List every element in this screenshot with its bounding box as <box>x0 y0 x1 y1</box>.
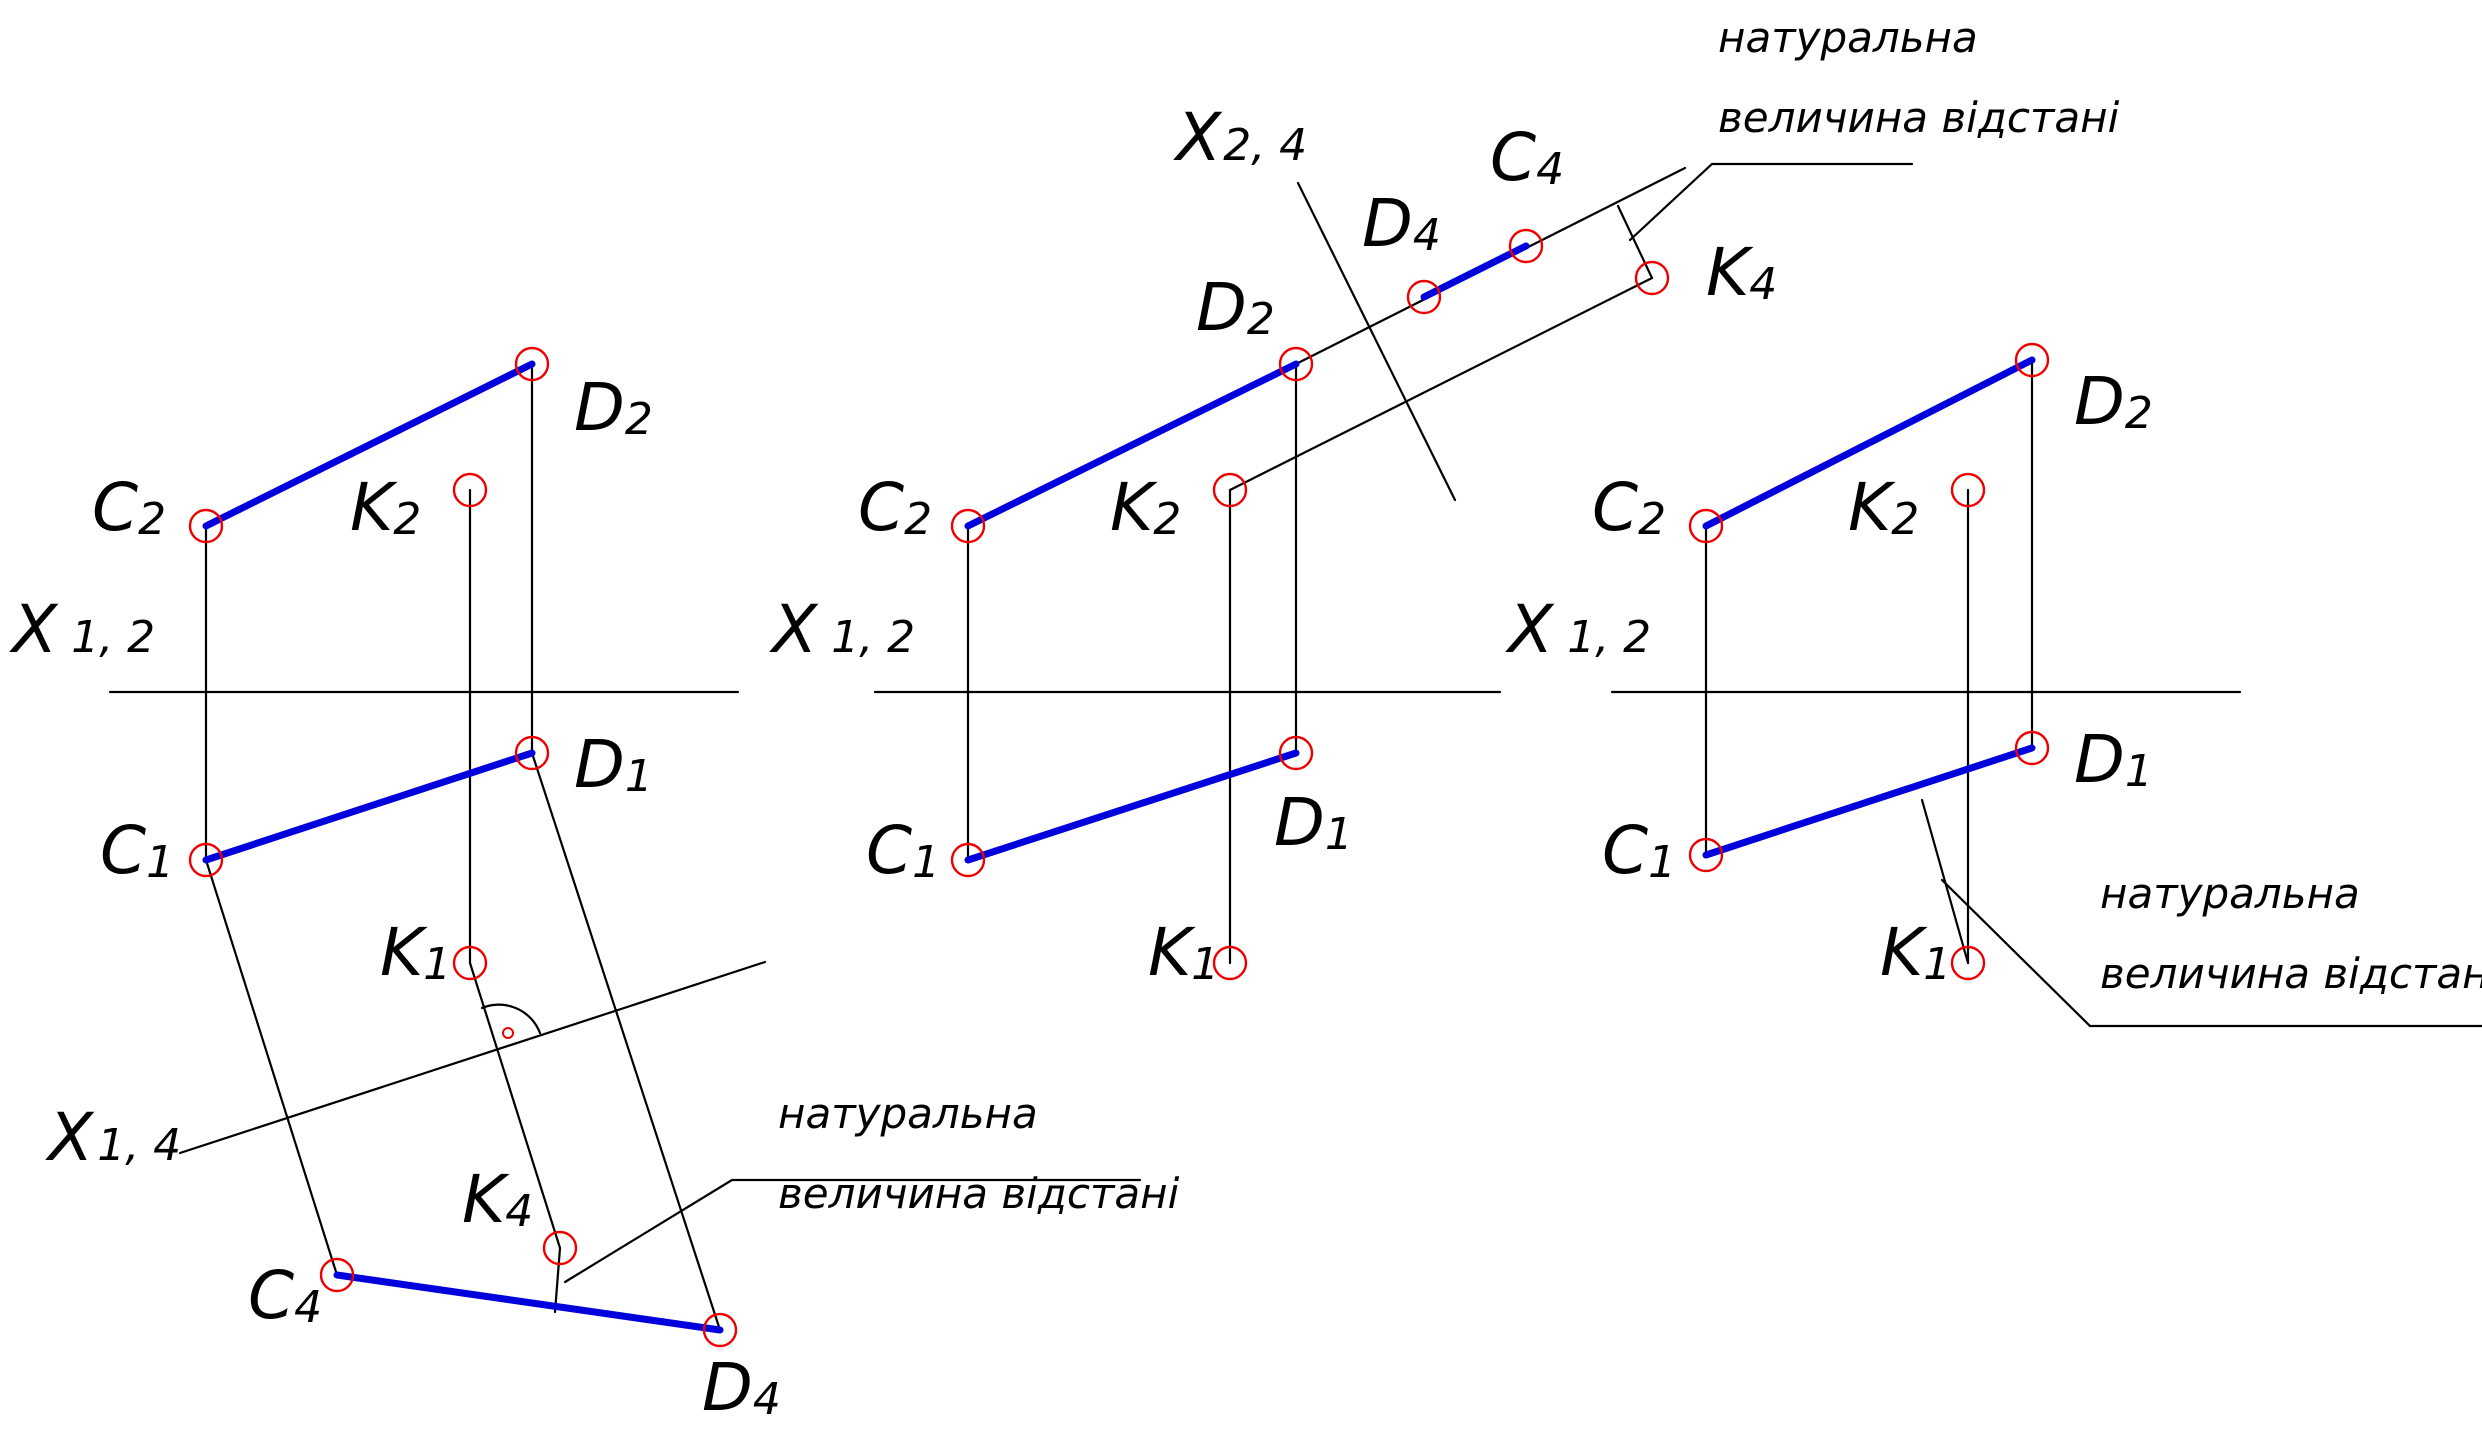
point-c2-marker-right <box>1688 508 1724 544</box>
point-d4-marker <box>702 1312 738 1348</box>
point-d1-marker <box>514 735 550 771</box>
point-c2-marker-mid <box>950 508 986 544</box>
note-leader-left <box>563 1178 1142 1284</box>
segment-c1d1-mid <box>964 749 1300 864</box>
segment-c2d2-mid <box>964 360 1300 530</box>
segment-c2d2 <box>202 360 536 530</box>
label-c2-right: C2 <box>1592 469 1666 546</box>
point-d1-marker-right <box>2014 730 2050 766</box>
point-k2-marker-right <box>1950 472 1986 508</box>
right-angle-arc <box>480 1003 542 1035</box>
label-d1-mid: D1 <box>1274 784 1353 861</box>
point-d1-marker-mid <box>1278 735 1314 771</box>
link-k1-k4 <box>468 961 562 1250</box>
segment-c2d2-right <box>1702 356 2036 530</box>
point-c1-marker-mid <box>950 842 986 878</box>
point-d2-marker-mid <box>1278 346 1314 382</box>
point-d2-marker <box>514 346 550 382</box>
label-k2: K2 <box>350 469 421 546</box>
point-k1-marker <box>452 945 488 981</box>
point-d2-marker-right <box>2014 342 2050 378</box>
arc-center-mark <box>502 1027 514 1039</box>
label-k1-right: K1 <box>1880 914 1951 991</box>
label-k1: K1 <box>380 914 451 991</box>
label-c1-mid: C1 <box>866 812 940 889</box>
label-axis-x14: X1, 4 <box>45 1099 181 1176</box>
label-c2: C2 <box>92 469 166 546</box>
label-d2: D2 <box>574 369 653 446</box>
label-c4: C4 <box>248 1257 322 1334</box>
perpendicular-k4 <box>553 1246 562 1314</box>
note-mid-line1: натуральна <box>1718 13 1978 62</box>
link-k2-k4 <box>1228 276 1654 492</box>
note-mid-line2: величина відстані <box>1718 93 2120 142</box>
label-d4-mid: D4 <box>1362 185 1441 262</box>
note-leader-mid <box>1628 162 1914 242</box>
label-d2-mid: D2 <box>1196 269 1275 346</box>
label-k2-right: K2 <box>1848 469 1919 546</box>
label-d2-right: D2 <box>2074 363 2153 440</box>
link-d1-d4 <box>530 751 722 1332</box>
point-k4-marker <box>542 1230 578 1266</box>
point-d4-marker-mid <box>1406 279 1442 315</box>
note-right-line2: величина відстані <box>2100 949 2482 998</box>
label-c1-right: C1 <box>1602 812 1676 889</box>
label-d1: D1 <box>574 726 653 803</box>
point-c4-marker <box>319 1257 355 1293</box>
link-c1-c4 <box>204 858 339 1277</box>
segment-c4d4-mid <box>1420 242 1530 301</box>
point-c1-marker-right <box>1688 837 1724 873</box>
point-c1-marker <box>188 842 224 878</box>
note-right-line1: натуральна <box>2100 869 2360 918</box>
segment-c1d1 <box>202 749 536 864</box>
label-k4: K4 <box>462 1161 533 1238</box>
note-leader-right <box>1940 878 2482 1028</box>
label-k4-mid: K4 <box>1706 234 1777 311</box>
point-k2-marker-mid <box>1212 472 1248 508</box>
point-c4-marker-mid <box>1508 228 1544 264</box>
label-c2-mid: C2 <box>858 469 932 546</box>
label-axis-x24: X2, 4 <box>1173 99 1307 176</box>
point-k4-marker-mid <box>1634 260 1670 296</box>
label-d1-right: D1 <box>2074 721 2153 798</box>
label-k2-mid: K2 <box>1110 469 1181 546</box>
axis-x24-line <box>1296 181 1457 502</box>
point-k1-marker-right <box>1950 945 1986 981</box>
axis-x14-line <box>178 960 767 1155</box>
note-left-line1: натуральна <box>778 1089 1038 1138</box>
label-c4-mid: C4 <box>1490 119 1564 196</box>
point-k1-marker-mid <box>1212 945 1248 981</box>
segment-c1d1-right <box>1702 744 2036 859</box>
point-k2-marker <box>452 472 488 508</box>
label-k1-mid: K1 <box>1148 914 1219 991</box>
point-c2-marker <box>188 508 224 544</box>
perpendicular-k4-mid <box>1616 204 1654 280</box>
note-left-line2: величина відстані <box>778 1169 1180 1218</box>
label-c1: C1 <box>100 812 174 889</box>
segment-c4d4 <box>333 1271 724 1334</box>
label-d4: D4 <box>702 1349 781 1426</box>
